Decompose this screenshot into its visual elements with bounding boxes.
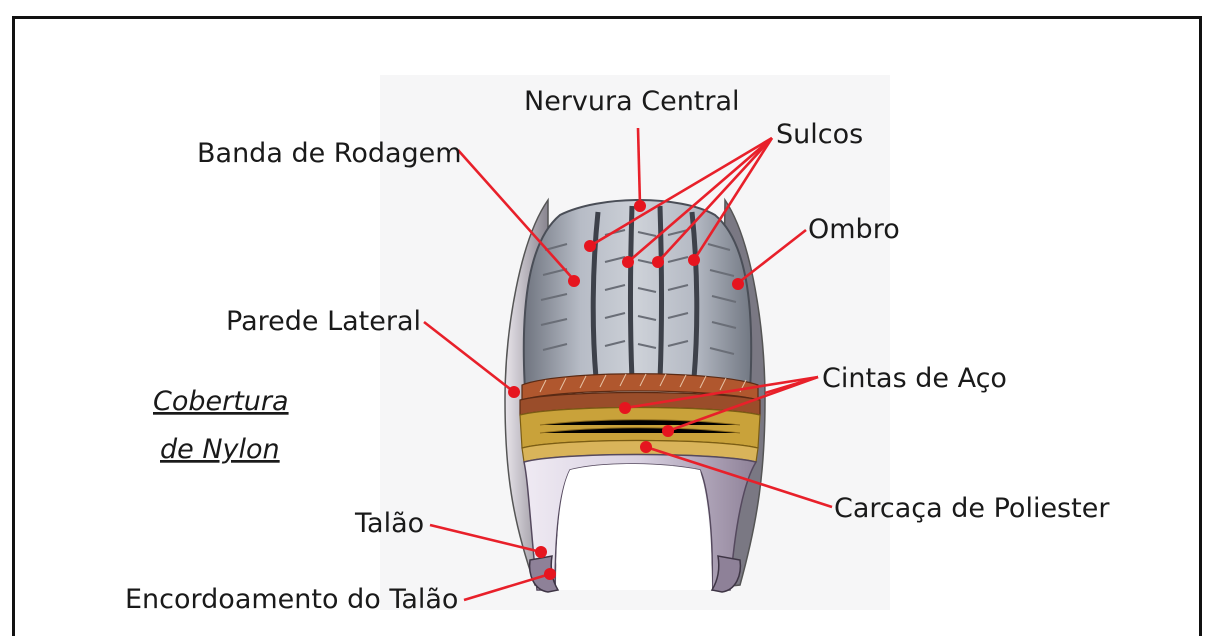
label-sulcos: Sulcos xyxy=(776,119,863,150)
dot-sulco-2 xyxy=(622,256,634,268)
dot-encordoamento xyxy=(544,568,556,580)
dot-talao xyxy=(535,546,547,558)
label-carcaca-de-poliester: Carcaça de Poliester xyxy=(834,493,1110,524)
dot-cinta-2 xyxy=(662,425,674,437)
label-cobertura-line2: de Nylon xyxy=(160,434,280,465)
inner-cavity xyxy=(556,464,712,590)
dot-cinta-1 xyxy=(619,402,631,414)
label-parede-lateral: Parede Lateral xyxy=(226,306,421,337)
label-cobertura-line1: Cobertura xyxy=(153,386,289,417)
label-cintas-de-aco: Cintas de Aço xyxy=(822,363,1007,394)
label-encordoamento-do-talao: Encordoamento do Talão xyxy=(125,584,458,615)
label-talao: Talão xyxy=(354,508,424,539)
dot-ombro xyxy=(732,278,744,290)
label-banda-de-rodagem: Banda de Rodagem xyxy=(197,138,462,169)
dot-nervura-central xyxy=(634,200,646,212)
dot-carcaca xyxy=(640,441,652,453)
dot-banda-de-rodagem xyxy=(568,275,580,287)
dot-parede-lateral xyxy=(508,386,520,398)
tread-crown xyxy=(524,200,751,390)
label-ombro: Ombro xyxy=(808,214,900,245)
label-nervura-central: Nervura Central xyxy=(524,86,740,117)
dot-sulco-4 xyxy=(688,254,700,266)
dot-sulco-3 xyxy=(652,256,664,268)
dot-sulco-1 xyxy=(584,240,596,252)
